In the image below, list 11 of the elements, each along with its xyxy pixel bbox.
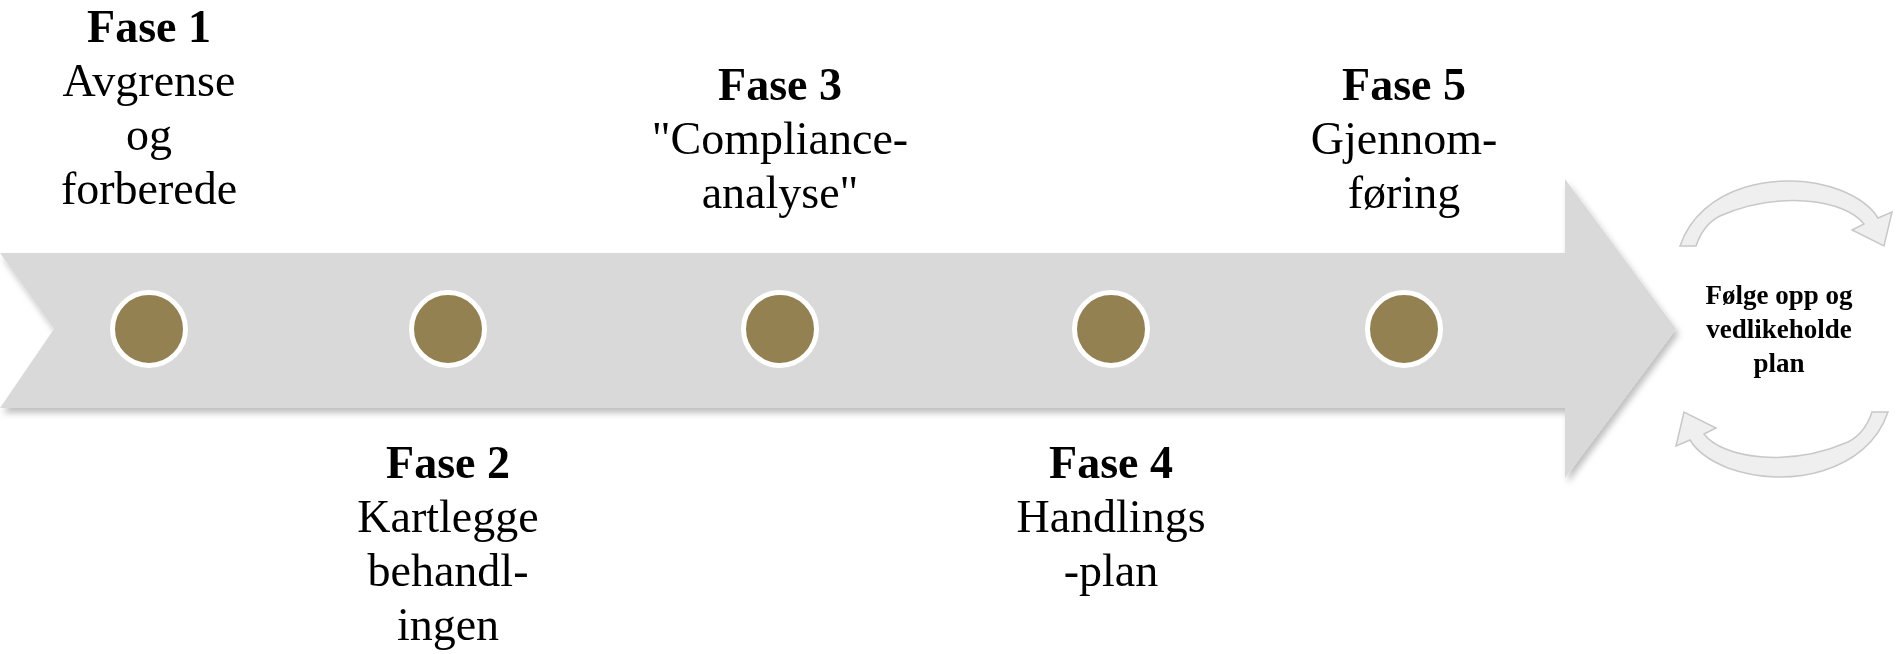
- phase-heading: Fase 3: [718, 58, 842, 112]
- phase-description: Kartlegge behandl- ingen: [357, 490, 539, 652]
- phase-description: Gjennom- føring: [1310, 112, 1498, 220]
- step-label: Følge opp og vedlikeholde plan: [1704, 279, 1854, 380]
- phase-description: Avgrense og forberede: [60, 54, 238, 216]
- phase-description: "Compliance- analyse": [651, 112, 909, 220]
- phase-heading: Fase 5: [1342, 58, 1466, 112]
- phase-description: Handlings -plan: [1016, 490, 1206, 598]
- phase-heading: Fase 1: [87, 0, 211, 54]
- phase-heading: Fase 2: [386, 436, 510, 490]
- phase-heading: Fase 4: [1049, 436, 1173, 490]
